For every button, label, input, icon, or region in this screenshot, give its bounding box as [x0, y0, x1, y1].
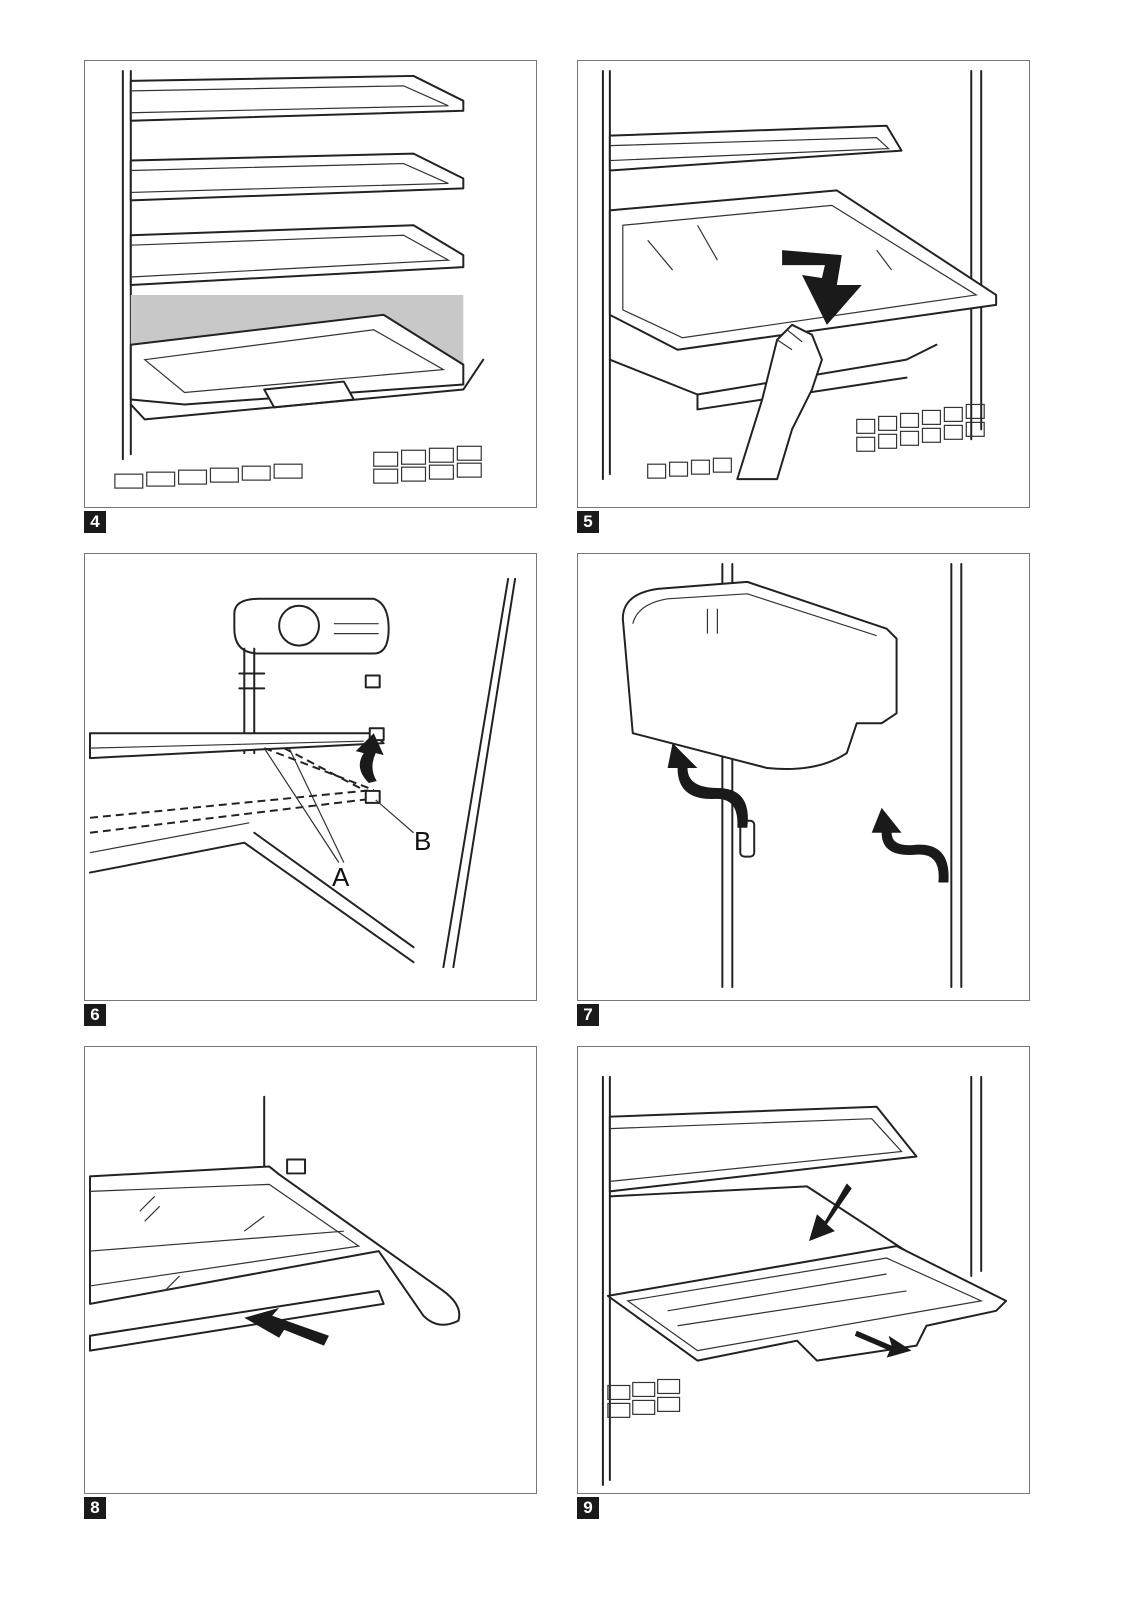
figure-4-number: 4 — [84, 511, 106, 533]
figure-7-number: 7 — [577, 1004, 599, 1026]
figure-8-illustration — [84, 1046, 537, 1494]
figure-6-illustration — [84, 553, 537, 1001]
figure-5-illustration — [577, 60, 1030, 508]
figure-5-number: 5 — [577, 511, 599, 533]
figure-4-illustration — [84, 60, 537, 508]
figure-6-number: 6 — [84, 1004, 106, 1026]
figure-6-label-b: B — [414, 826, 431, 857]
figure-8-number: 8 — [84, 1497, 106, 1519]
figure-9-illustration — [577, 1046, 1030, 1494]
figure-9-number: 9 — [577, 1497, 599, 1519]
figure-7-illustration — [577, 553, 1030, 1001]
figure-6-label-a: A — [332, 862, 349, 893]
